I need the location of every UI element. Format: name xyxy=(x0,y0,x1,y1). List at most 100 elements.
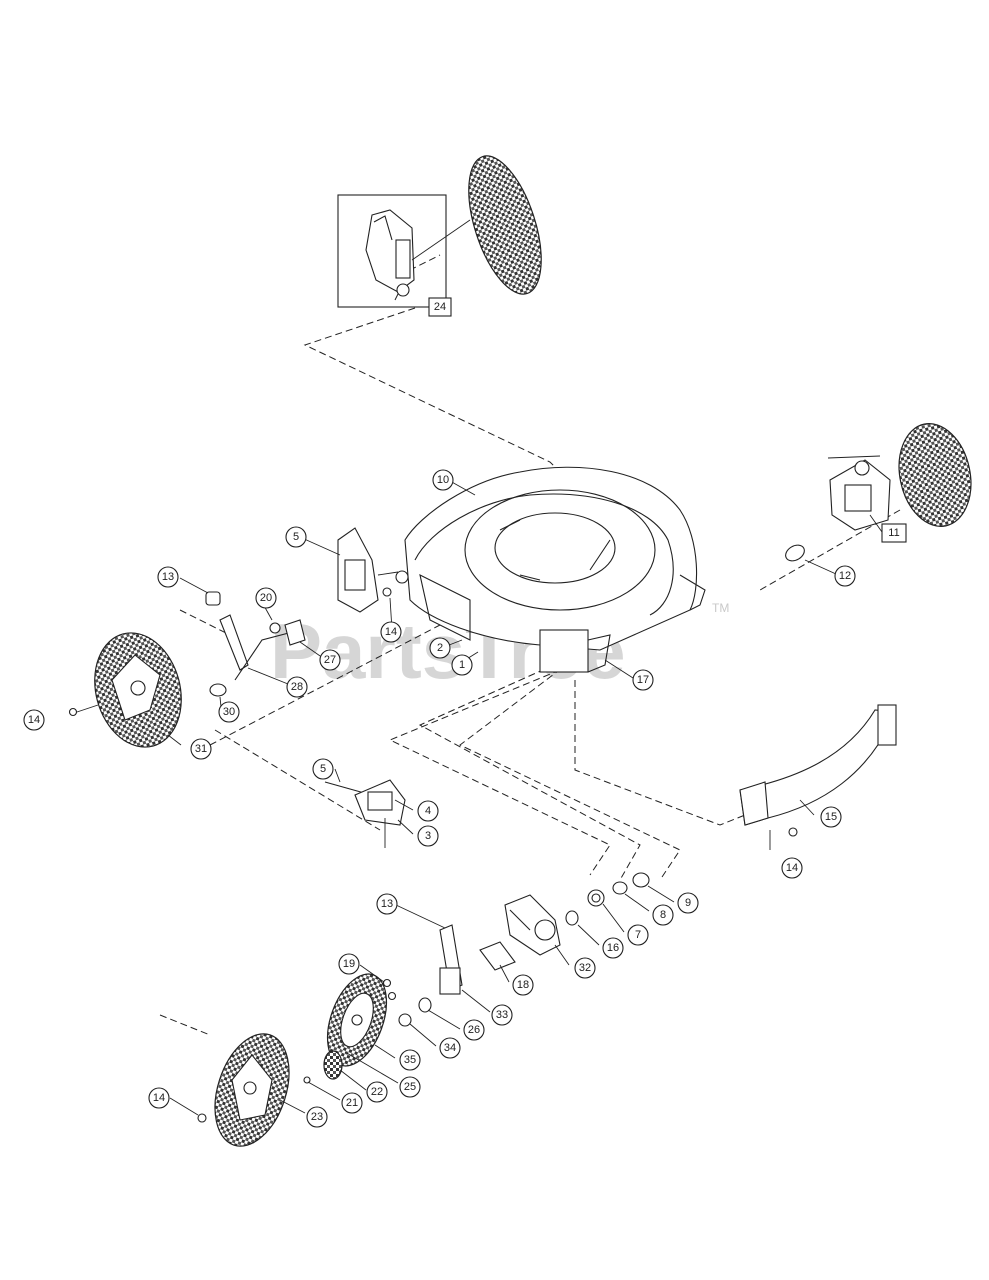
svg-text:33: 33 xyxy=(496,1009,508,1021)
svg-text:14: 14 xyxy=(385,626,397,638)
rear-wheel-assembly-top xyxy=(337,155,542,308)
height-adjuster-bracket-icon xyxy=(829,459,891,531)
callout-32: 32 xyxy=(574,957,596,979)
svg-text:25: 25 xyxy=(404,1081,416,1093)
mower-deck-icon xyxy=(395,466,706,673)
callout-17: 17 xyxy=(632,669,654,691)
callout-30: 30 xyxy=(218,701,240,723)
callout-11: 11 xyxy=(881,523,907,543)
callout-26: 26 xyxy=(463,1019,485,1041)
callout-9: 9 xyxy=(677,892,699,914)
svg-text:30: 30 xyxy=(223,706,235,718)
spacer-icon xyxy=(209,683,227,697)
svg-text:31: 31 xyxy=(195,743,207,755)
drive-assembly xyxy=(197,872,650,1147)
callout-13b: 13 xyxy=(376,893,398,915)
svg-text:13: 13 xyxy=(381,898,393,910)
callout-14b: 14 xyxy=(23,709,45,731)
left-adjuster-assembly xyxy=(68,527,399,748)
svg-text:32: 32 xyxy=(579,962,591,974)
callout-labels: 24 11 10 12 5 13 20 14 27 2 1 17 28 30 1… xyxy=(23,297,907,1128)
pinion-gear-icon xyxy=(323,1050,343,1080)
callout-5b: 5 xyxy=(312,758,334,780)
svg-text:2: 2 xyxy=(437,642,443,654)
svg-text:21: 21 xyxy=(346,1097,358,1109)
svg-text:10: 10 xyxy=(437,474,449,486)
link-plate-icon xyxy=(479,941,516,971)
svg-text:20: 20 xyxy=(260,592,272,604)
callout-10: 10 xyxy=(432,469,454,491)
svg-text:27: 27 xyxy=(324,654,336,666)
callout-1: 1 xyxy=(451,654,473,676)
height-adjuster-bracket-icon xyxy=(365,209,415,297)
bushing-icon xyxy=(565,910,579,926)
callout-23: 23 xyxy=(306,1106,328,1128)
callout-21: 21 xyxy=(341,1092,363,1114)
axle-cap-icon xyxy=(205,591,221,606)
callout-14a: 14 xyxy=(380,621,402,643)
callout-13a: 13 xyxy=(157,566,179,588)
height-adjuster-bracket-icon xyxy=(337,527,379,613)
svg-text:7: 7 xyxy=(635,929,641,941)
nut-icon xyxy=(197,1113,207,1123)
svg-text:16: 16 xyxy=(607,942,619,954)
callout-14c: 14 xyxy=(781,857,803,879)
callout-20: 20 xyxy=(255,587,277,609)
axle-bushing-icon xyxy=(785,544,805,562)
callout-8: 8 xyxy=(652,904,674,926)
callout-12: 12 xyxy=(834,565,856,587)
callout-18: 18 xyxy=(512,974,534,996)
nut-icon xyxy=(68,707,78,717)
height-adjuster-bracket-icon xyxy=(354,779,406,826)
drive-gear-icon xyxy=(326,973,388,1067)
callout-15: 15 xyxy=(820,806,842,828)
rear-wheel-assembly-right xyxy=(785,423,972,562)
callout-7: 7 xyxy=(627,924,649,946)
svg-text:23: 23 xyxy=(311,1111,323,1123)
svg-text:26: 26 xyxy=(468,1024,480,1036)
adjust-lever-icon xyxy=(219,614,306,681)
svg-text:5: 5 xyxy=(320,763,326,775)
callout-34: 34 xyxy=(439,1037,461,1059)
wheel-icon xyxy=(94,632,182,748)
wheel-icon xyxy=(214,1033,290,1147)
svg-text:19: 19 xyxy=(343,958,355,970)
callout-19: 19 xyxy=(338,953,360,975)
callout-5a: 5 xyxy=(285,526,307,548)
callout-31: 31 xyxy=(190,738,212,760)
svg-text:14: 14 xyxy=(28,714,40,726)
svg-text:5: 5 xyxy=(293,531,299,543)
callout-4: 4 xyxy=(417,800,439,822)
svg-text:9: 9 xyxy=(685,897,691,909)
nut-icon xyxy=(788,827,798,837)
callout-16: 16 xyxy=(602,937,624,959)
svg-text:15: 15 xyxy=(825,811,837,823)
callout-33: 33 xyxy=(491,1004,513,1026)
svg-text:4: 4 xyxy=(425,805,431,817)
washer-icon xyxy=(612,881,628,895)
watermark-tm: TM xyxy=(712,601,729,615)
svg-text:13: 13 xyxy=(162,571,174,583)
wheel-icon xyxy=(468,155,542,295)
spacer-icon xyxy=(418,997,432,1013)
gear-icon xyxy=(587,889,605,907)
callout-24: 24 xyxy=(428,297,452,317)
callout-14d: 14 xyxy=(148,1087,170,1109)
svg-text:24: 24 xyxy=(434,301,446,313)
callout-27: 27 xyxy=(319,649,341,671)
callout-22: 22 xyxy=(366,1081,388,1103)
center-bracket-assembly xyxy=(324,779,406,848)
svg-text:18: 18 xyxy=(517,979,529,991)
assembly-box xyxy=(337,194,447,308)
svg-text:35: 35 xyxy=(404,1054,416,1066)
svg-text:14: 14 xyxy=(786,862,798,874)
adjust-lever-icon xyxy=(439,924,463,995)
callout-35: 35 xyxy=(399,1049,421,1071)
svg-text:8: 8 xyxy=(660,909,666,921)
svg-text:28: 28 xyxy=(291,681,303,693)
callout-2: 2 xyxy=(429,637,451,659)
callout-28: 28 xyxy=(286,676,308,698)
height-adjuster-bracket-icon xyxy=(504,894,561,956)
svg-text:34: 34 xyxy=(444,1042,456,1054)
